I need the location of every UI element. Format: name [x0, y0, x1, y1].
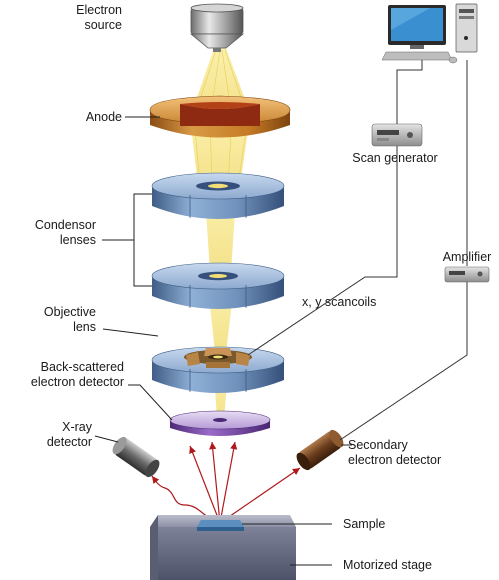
secondary-electron-detector — [296, 429, 344, 471]
label-secondary-line1: Secondary — [348, 438, 409, 452]
label-motorized-stage: Motorized stage — [343, 558, 432, 572]
label-backscatter-line2: electron detector — [31, 375, 124, 389]
label-condensor-line2: lenses — [60, 233, 96, 247]
condenser-lens-2 — [151, 262, 285, 309]
label-objective-line2: lens — [73, 320, 96, 334]
label-xray-line2: detector — [47, 435, 92, 449]
label-leaders — [94, 116, 352, 566]
label-amplifier: Amplifier — [443, 250, 492, 264]
condenser-lens-1 — [151, 172, 285, 219]
connection-wires — [247, 60, 468, 441]
amplifier-device-icon — [444, 266, 490, 283]
label-scan-generator: Scan generator — [352, 151, 437, 165]
sample — [197, 520, 244, 531]
label-objective-line1: Objective — [44, 305, 96, 319]
xy-scancoils — [184, 348, 252, 368]
label-backscatter-line1: Back-scattered — [41, 360, 124, 374]
label-anode: Anode — [86, 110, 122, 124]
label-secondary-line2: electron detector — [348, 453, 441, 467]
signal-arrows — [151, 441, 301, 524]
scan-generator-device-icon — [371, 123, 423, 147]
desktop-computer-icon — [381, 3, 478, 64]
label-electron-source-line1: Electron — [76, 3, 122, 17]
label-condensor-line1: Condensor — [35, 218, 96, 232]
backscattered-detector-disc — [169, 410, 271, 436]
xray-detector — [112, 436, 160, 478]
electron-source — [189, 3, 245, 52]
label-sample: Sample — [343, 517, 385, 531]
label-xray-line1: X-ray — [62, 420, 93, 434]
label-electron-source-line2: source — [84, 18, 122, 32]
label-scancoils: x, y scancoils — [302, 295, 376, 309]
anode — [149, 95, 291, 138]
